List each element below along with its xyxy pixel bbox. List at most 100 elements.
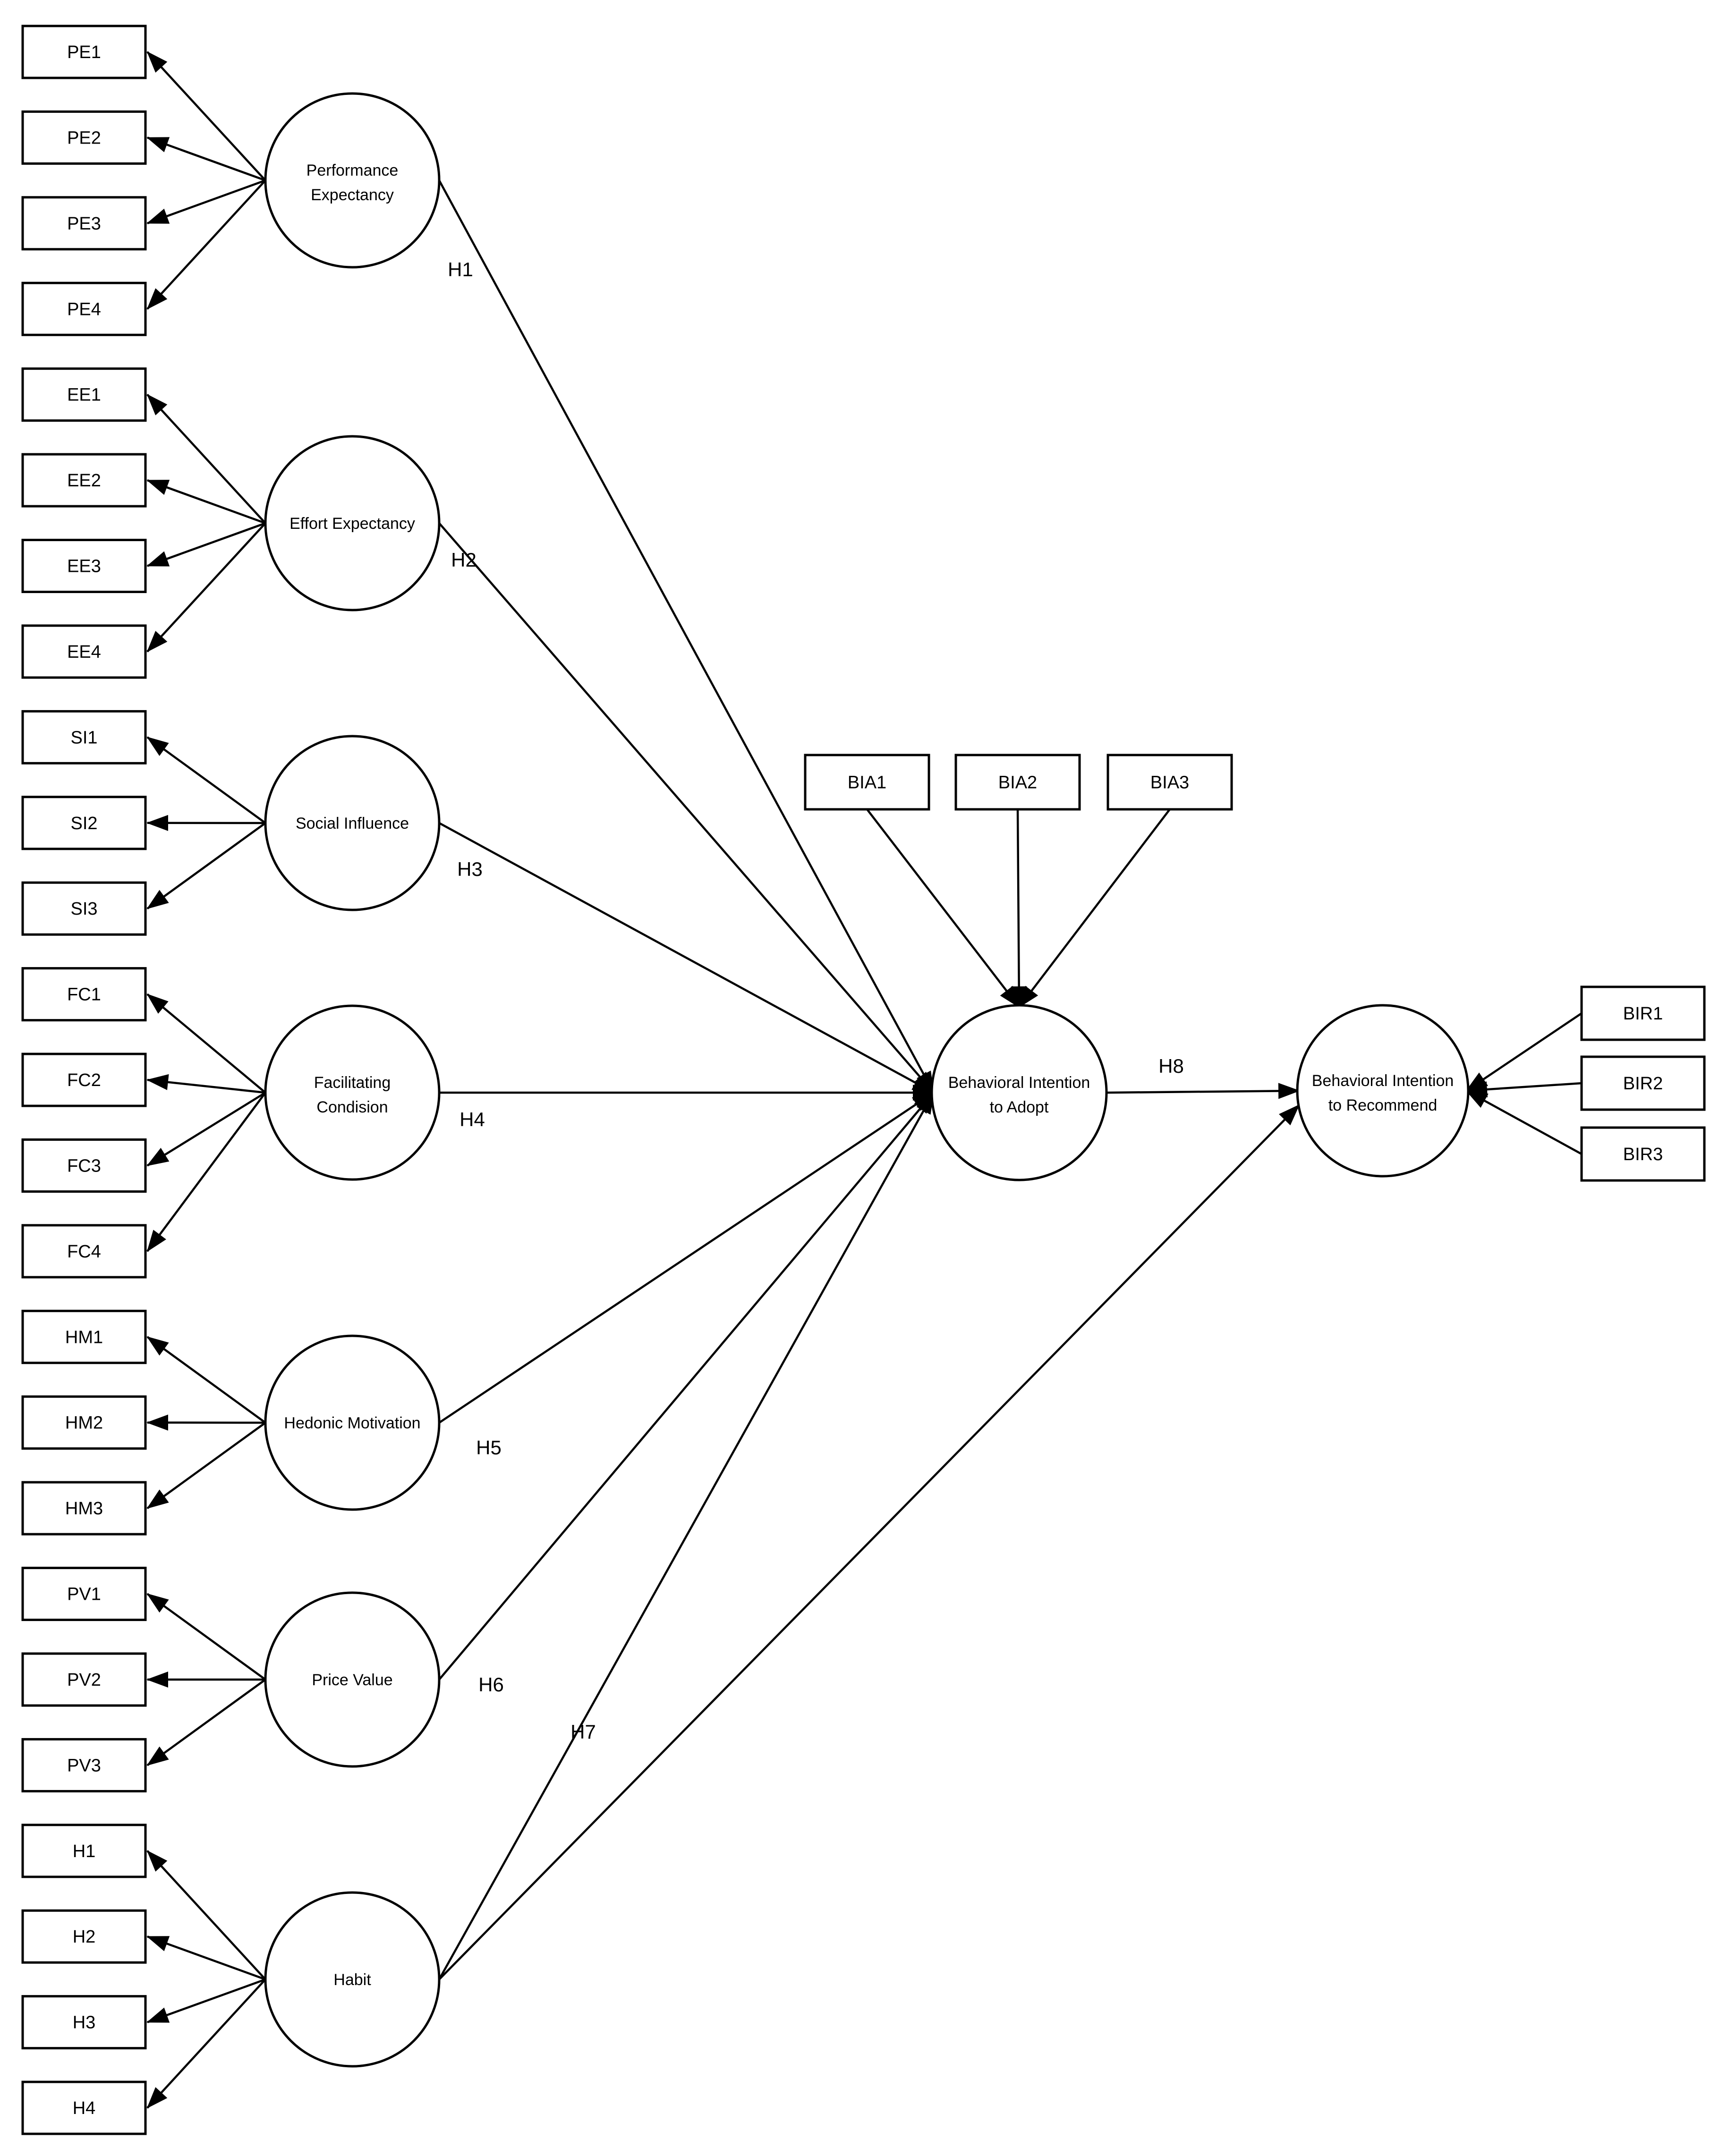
indicator-label-pv-1: PV1 xyxy=(67,1585,101,1604)
indicator-label-fc-4: FC4 xyxy=(67,1242,101,1262)
indicator-label-bia-3: BIA3 xyxy=(1150,773,1189,793)
formative-arrow-bia-2 xyxy=(1011,809,1027,1008)
indicator-box-hm-2 xyxy=(21,1395,147,1450)
indicator-box-fc-4 xyxy=(21,1224,147,1279)
latent-ellipse-recommend xyxy=(1296,1004,1470,1178)
formative-arrow-bir-2 xyxy=(1465,1081,1582,1098)
latent-ellipse-fc xyxy=(264,1004,441,1181)
indicator-box-fc-3 xyxy=(21,1138,147,1193)
hypothesis-label-h8: H8 xyxy=(1158,1055,1184,1077)
loading-arrow-pe-1 xyxy=(146,51,266,181)
loading-arrow-pe-3 xyxy=(146,179,266,224)
hypothesis-label-si: H3 xyxy=(457,858,483,880)
loading-arrow-habit-4 xyxy=(146,1978,266,2109)
indicator-box-ee-3 xyxy=(21,539,147,594)
indicator-label-ee-2: EE2 xyxy=(67,471,101,491)
loading-arrow-si-3 xyxy=(146,822,266,910)
latent-ellipse-si xyxy=(264,735,441,911)
loading-arrow-habit-2 xyxy=(146,1935,266,1981)
hypothesis-label-pe: H1 xyxy=(448,258,473,280)
latent-ellipse-adopt xyxy=(930,1004,1108,1181)
indicator-box-pe-1 xyxy=(21,25,147,79)
indicator-label-bir-3: BIR3 xyxy=(1623,1145,1663,1164)
loading-arrow-fc-4 xyxy=(146,1092,266,1252)
indicator-label-ee-3: EE3 xyxy=(67,557,101,577)
indicator-box-ee-4 xyxy=(21,624,147,679)
indicator-label-bir-2: BIR2 xyxy=(1623,1074,1663,1094)
latent-label-fc-line-1: Facilitating xyxy=(314,1074,391,1092)
latent-label-pe-line-2: Expectancy xyxy=(311,186,394,204)
latent-ellipse-ee xyxy=(264,435,441,611)
indicator-box-bir-1 xyxy=(1580,985,1706,1041)
latent-label-habit-line-1: Habit xyxy=(333,1971,371,1989)
loading-arrow-ee-1 xyxy=(146,394,266,524)
indicator-label-hm-2: HM2 xyxy=(65,1413,103,1433)
loading-arrow-ee-2 xyxy=(146,479,266,525)
latent-ellipse-pe xyxy=(264,92,441,269)
path-ee-to-adopt xyxy=(438,522,935,1094)
loading-arrow-pe-4 xyxy=(146,179,266,310)
indicator-label-pe-4: PE4 xyxy=(67,299,101,319)
indicator-box-habit-3 xyxy=(21,1995,147,2050)
indicator-label-pe-1: PE1 xyxy=(67,42,101,62)
latent-label-ee-line-1: Effort Expectancy xyxy=(289,515,415,533)
indicator-box-fc-1 xyxy=(21,967,147,1022)
indicator-box-habit-1 xyxy=(21,1824,147,1878)
indicator-box-ee-1 xyxy=(21,367,147,422)
latent-label-si-line-1: Social Influence xyxy=(296,815,409,832)
loading-arrow-habit-1 xyxy=(146,1850,266,1980)
loading-arrow-si-1 xyxy=(146,736,266,824)
latent-ellipse-hm xyxy=(264,1334,441,1511)
latent-label-adopt-line-2: to Adopt xyxy=(990,1098,1049,1116)
hypothesis-label-pv: H6 xyxy=(478,1673,504,1696)
latent-label-pv-line-1: Price Value xyxy=(312,1671,392,1689)
shapes-layer xyxy=(21,25,1706,2135)
path-habit-to-adopt xyxy=(438,1092,935,1980)
formative-arrow-bir-3 xyxy=(1465,1090,1583,1155)
hypothesis-label-fc: H4 xyxy=(460,1108,485,1130)
indicator-label-habit-1: H1 xyxy=(73,1842,96,1861)
indicator-label-ee-4: EE4 xyxy=(67,642,101,662)
latent-label-recommend-line-2: to Recommend xyxy=(1328,1096,1438,1114)
indicator-box-bir-3 xyxy=(1580,1126,1706,1182)
indicator-label-bia-1: BIA1 xyxy=(848,773,886,793)
indicator-box-bir-2 xyxy=(1580,1055,1706,1111)
hypothesis-label-hm: H5 xyxy=(476,1436,502,1459)
indicator-box-si-2 xyxy=(21,796,147,850)
path-pe-to-adopt xyxy=(438,179,935,1094)
indicator-box-pe-4 xyxy=(21,281,147,336)
loading-arrow-pe-2 xyxy=(146,136,266,182)
indicator-box-bia-1 xyxy=(804,754,930,811)
indicator-box-pv-1 xyxy=(21,1567,147,1621)
indicator-label-fc-2: FC2 xyxy=(67,1070,101,1090)
latent-ellipse-habit xyxy=(264,1891,441,2068)
path-si-to-adopt xyxy=(438,822,935,1094)
loading-arrow-hm-3 xyxy=(146,1422,266,1509)
loading-arrow-fc-1 xyxy=(146,993,266,1094)
path-hm-to-adopt xyxy=(438,1092,935,1424)
indicator-label-bir-1: BIR1 xyxy=(1623,1004,1663,1024)
indicator-label-fc-1: FC1 xyxy=(67,985,101,1005)
indicator-label-si-2: SI2 xyxy=(70,814,97,833)
loading-arrow-hm-1 xyxy=(146,1336,266,1424)
indicator-box-hm-1 xyxy=(21,1309,147,1364)
indicator-box-fc-2 xyxy=(21,1053,147,1107)
latent-label-fc-line-2: Condision xyxy=(316,1098,388,1116)
indicator-label-pe-2: PE2 xyxy=(67,128,101,148)
indicator-box-si-3 xyxy=(21,881,147,936)
indicator-label-fc-3: FC3 xyxy=(67,1156,101,1176)
loading-arrow-fc-3 xyxy=(146,1092,266,1167)
indicator-label-habit-3: H3 xyxy=(73,2013,96,2033)
loading-arrow-pv-3 xyxy=(146,1679,266,1766)
indicator-label-ee-1: EE1 xyxy=(67,385,101,405)
indicator-box-pe-3 xyxy=(21,196,147,251)
hypothesis-label-habit: H7 xyxy=(570,1721,596,1743)
indicator-box-habit-4 xyxy=(21,2080,147,2135)
indicator-label-si-3: SI3 xyxy=(70,899,97,919)
indicator-label-hm-1: HM1 xyxy=(65,1327,103,1347)
loading-arrow-fc-2 xyxy=(146,1074,266,1094)
indicator-label-hm-3: HM3 xyxy=(65,1499,103,1519)
hypothesis-label-ee: H2 xyxy=(451,549,477,571)
indicator-box-habit-2 xyxy=(21,1909,147,1964)
